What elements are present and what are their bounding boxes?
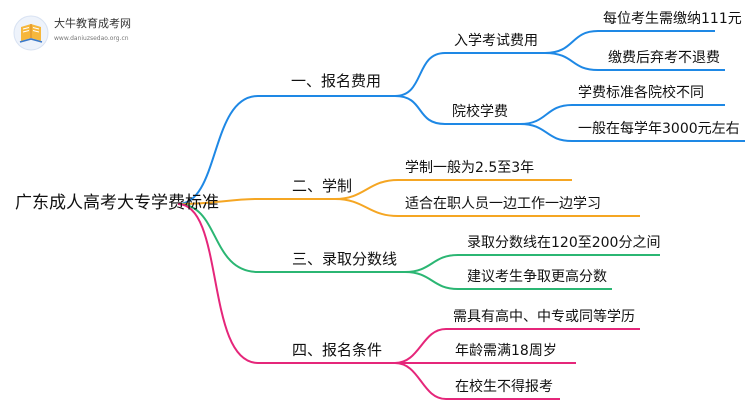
- root-node: 广东成人高考大专学费标准: [15, 193, 219, 213]
- branch-duration: 二、学制: [292, 177, 353, 195]
- edge-b2-l2: [334, 198, 640, 217]
- edge-b3-l1: [404, 254, 660, 273]
- site-logo: 大牛教育成考网 www.daniuzsedao.org.cn: [12, 14, 212, 52]
- edge-b1-c2: [394, 95, 520, 125]
- edge-b1c2-l2: [519, 123, 745, 142]
- edge-root-b3: [177, 203, 405, 273]
- leaf-tuition-varies: 学费标准各院校不同: [578, 85, 704, 101]
- edge-b1c1-l2: [544, 52, 725, 71]
- leaf-no-refund: 缴费后弃考不退费: [608, 50, 720, 66]
- edge-b1c2-l1: [519, 104, 725, 125]
- edge-b4-l3: [394, 362, 560, 400]
- leaf-higher-score: 建议考生争取更高分数: [467, 269, 607, 285]
- edge-b4-l1: [394, 328, 640, 364]
- branch-fees: 一、报名费用: [291, 72, 382, 90]
- book-logo-icon: [13, 15, 49, 51]
- edge-b2-l1: [334, 179, 572, 200]
- sub-tuition: 院校学费: [452, 104, 508, 120]
- edge-b3-l2: [404, 271, 612, 290]
- logo-url: www.daniuzsedao.org.cn: [54, 35, 129, 42]
- edge-root-b1: [177, 95, 395, 205]
- edge-root-b2: [177, 198, 335, 205]
- logo-title: 大牛教育成考网: [54, 17, 131, 30]
- leaf-tuition-3000: 一般在每学年3000元左右: [578, 121, 740, 137]
- leaf-no-students: 在校生不得报考: [455, 379, 553, 395]
- leaf-cutoff-range: 录取分数线在120至200分之间: [467, 235, 661, 251]
- branch-requirements: 四、报名条件: [292, 341, 383, 359]
- edge-b1-c1: [394, 52, 545, 97]
- edge-b1c1-l1: [544, 30, 715, 54]
- leaf-working-study: 适合在职人员一边工作一边学习: [405, 196, 601, 212]
- branch-cutoff: 三、录取分数线: [292, 250, 398, 268]
- leaf-fee-111: 每位考生需缴纳111元: [603, 11, 742, 27]
- leaf-age-18: 年龄需满18周岁: [455, 343, 557, 359]
- edge-root-b4: [177, 203, 395, 364]
- sub-exam-fee: 入学考试费用: [454, 33, 538, 49]
- leaf-duration-years: 学制一般为2.5至3年: [405, 160, 535, 176]
- leaf-education-level: 需具有高中、中专或同等学历: [453, 309, 635, 325]
